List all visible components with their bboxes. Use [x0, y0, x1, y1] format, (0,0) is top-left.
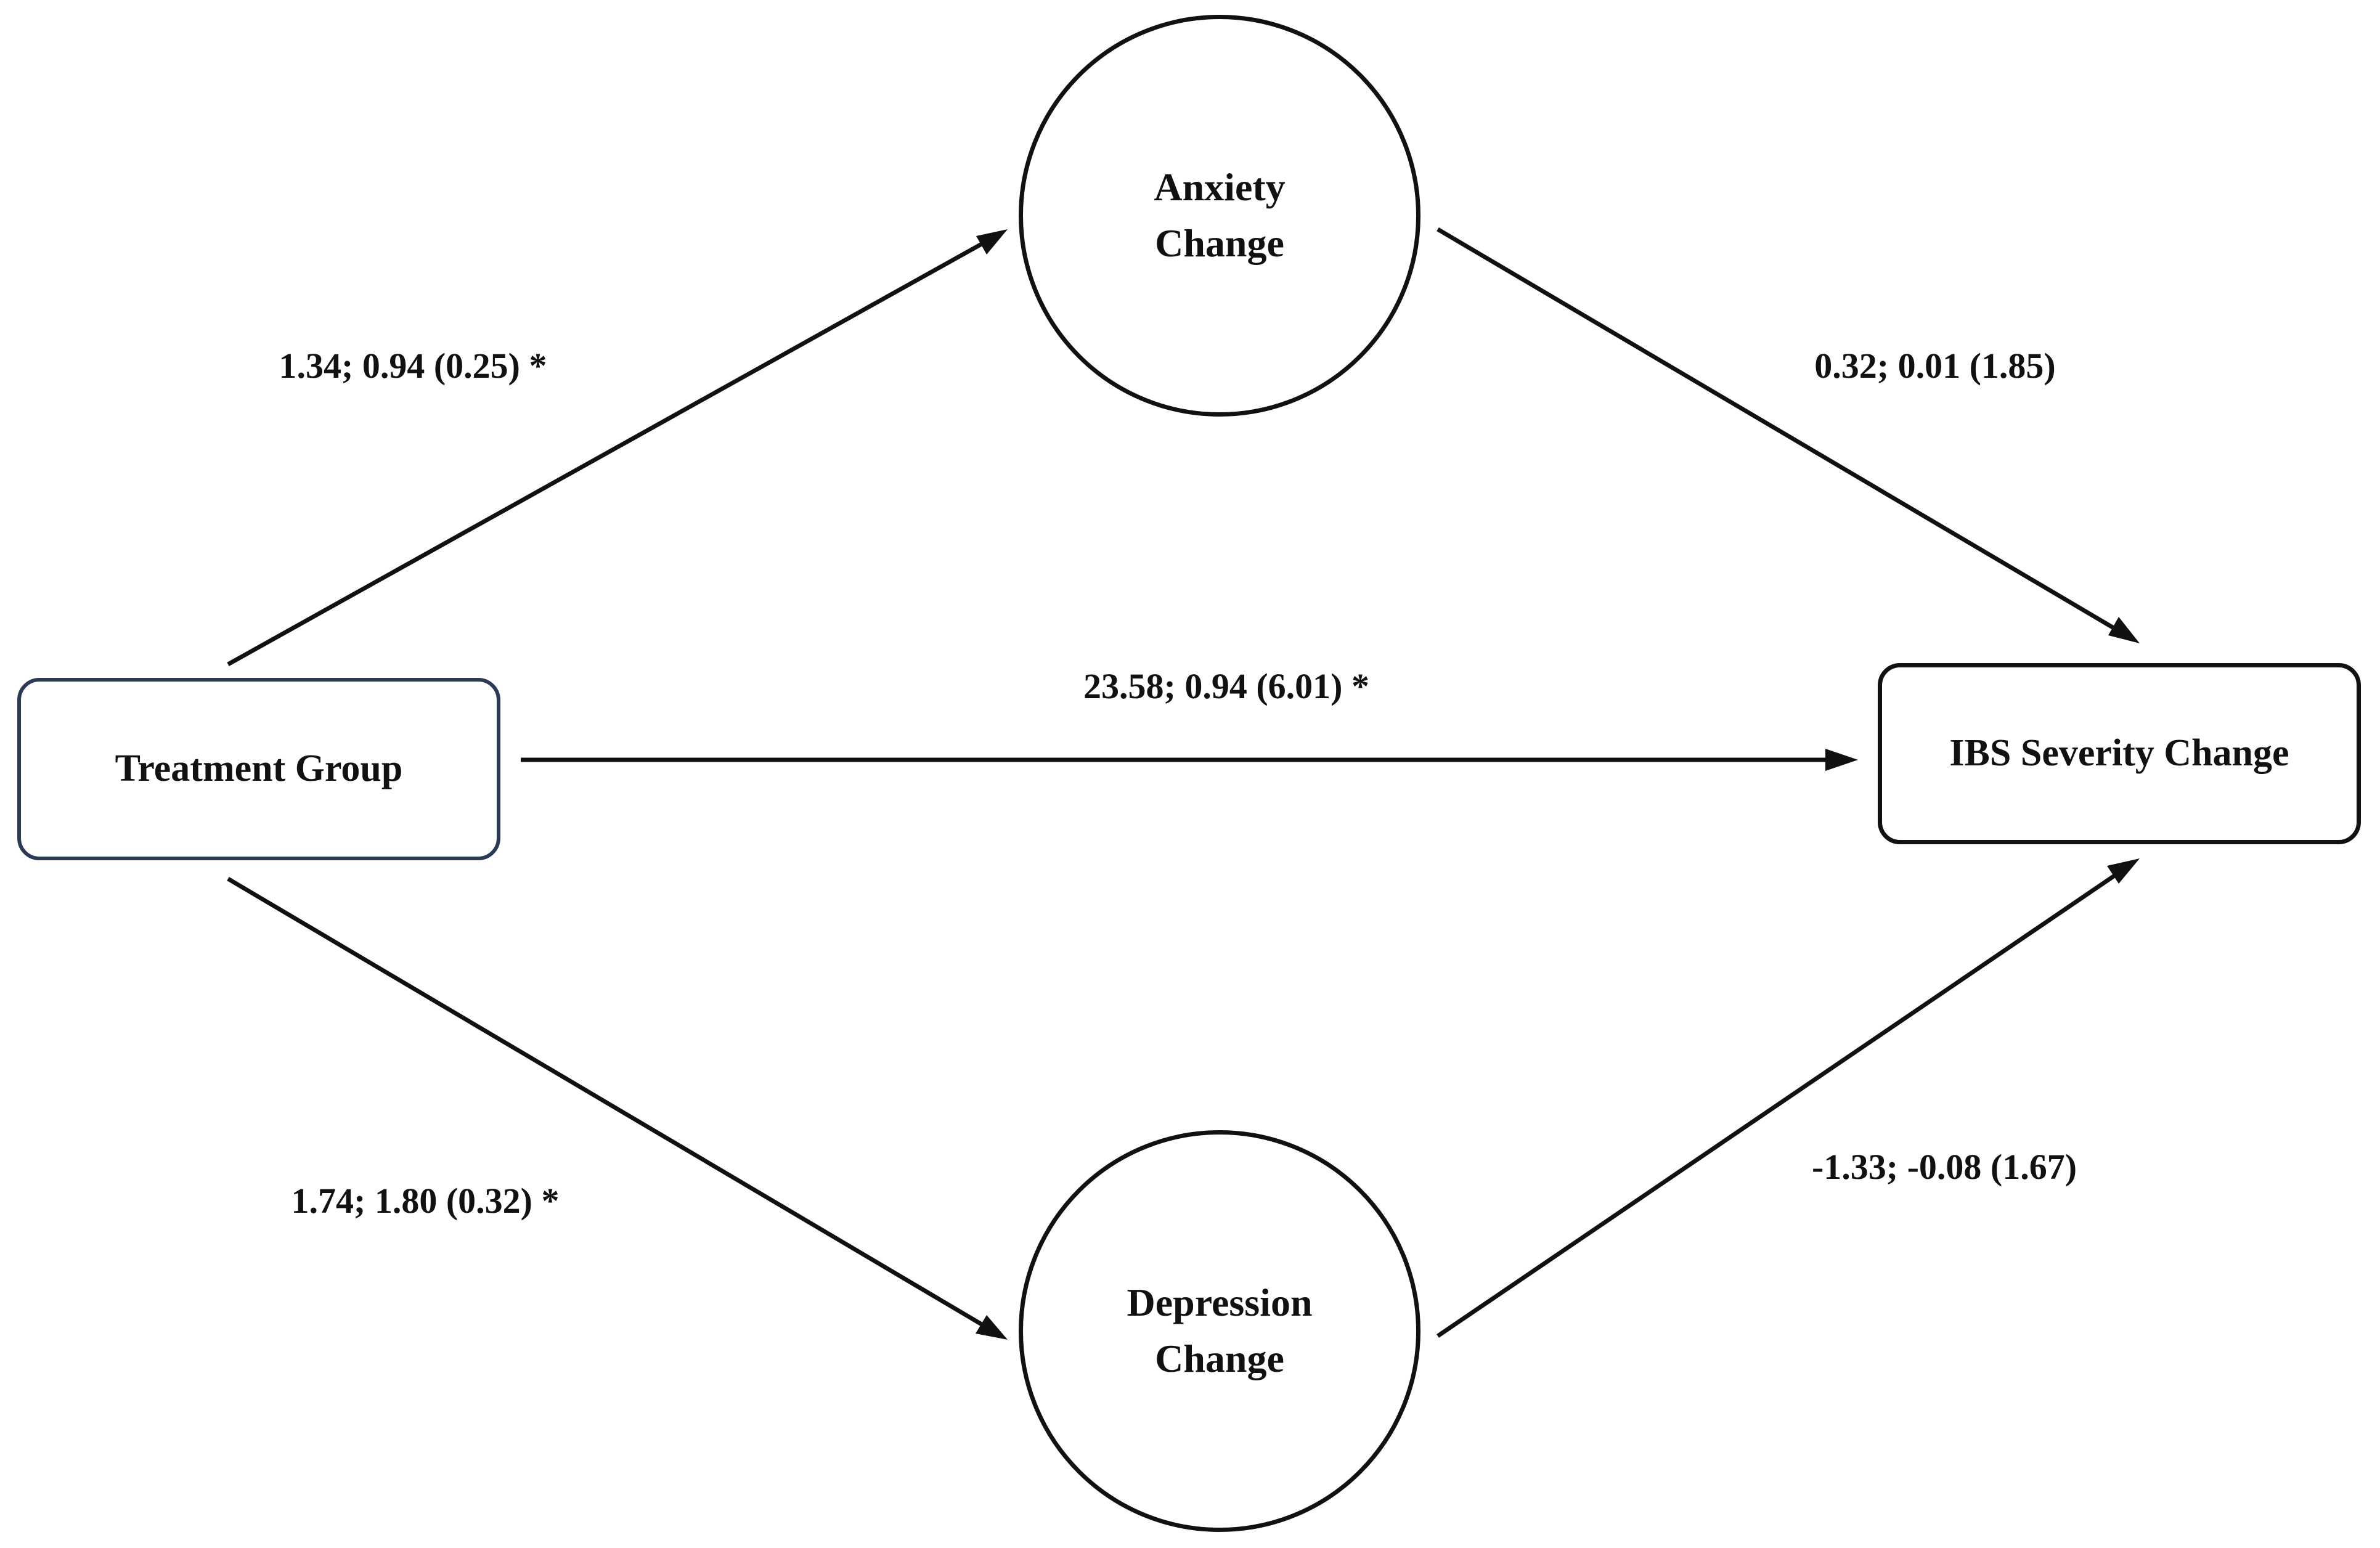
arrowhead-ibs-lower — [2107, 858, 2140, 884]
ibs-severity-label: IBS Severity Change — [1949, 732, 2289, 775]
path-label-treatment-anxiety: 1.34; 0.94 (0.25) * — [279, 346, 547, 386]
arrow-treatment-to-anxiety — [227, 230, 1003, 667]
treatment-group-node: Treatment Group — [17, 678, 500, 860]
arrowhead-depression — [976, 1315, 1008, 1340]
treatment-group-label: Treatment Group — [115, 748, 403, 790]
arrow-anxiety-to-ibs — [1437, 227, 2135, 642]
anxiety-label-line1: Anxiety — [1154, 165, 1286, 210]
path-label-depression-ibs: -1.33; -0.08 (1.67) — [1811, 1147, 2077, 1187]
depression-change-node: Depression Change — [1019, 1130, 1420, 1532]
arrow-treatment-to-depression — [227, 876, 1003, 1338]
path-label-anxiety-ibs: 0.32; 0.01 (1.85) — [1814, 346, 2056, 386]
arrowhead-ibs-upper — [2108, 617, 2140, 643]
arrow-depression-to-ibs — [1437, 861, 2135, 1338]
path-label-treatment-ibs: 23.58; 0.94 (6.01) * — [1083, 666, 1369, 706]
anxiety-label-line2: Change — [1155, 221, 1284, 265]
ibs-severity-change-node: IBS Severity Change — [1878, 663, 2361, 844]
arrowhead-ibs-direct — [1825, 749, 1858, 771]
depression-label-line2: Change — [1155, 1337, 1284, 1380]
anxiety-change-node: Anxiety Change — [1019, 15, 1420, 417]
arrowhead-anxiety — [976, 229, 1008, 255]
path-label-treatment-depression: 1.74; 1.80 (0.32) * — [291, 1181, 560, 1221]
depression-label-line1: Depression — [1127, 1281, 1313, 1325]
